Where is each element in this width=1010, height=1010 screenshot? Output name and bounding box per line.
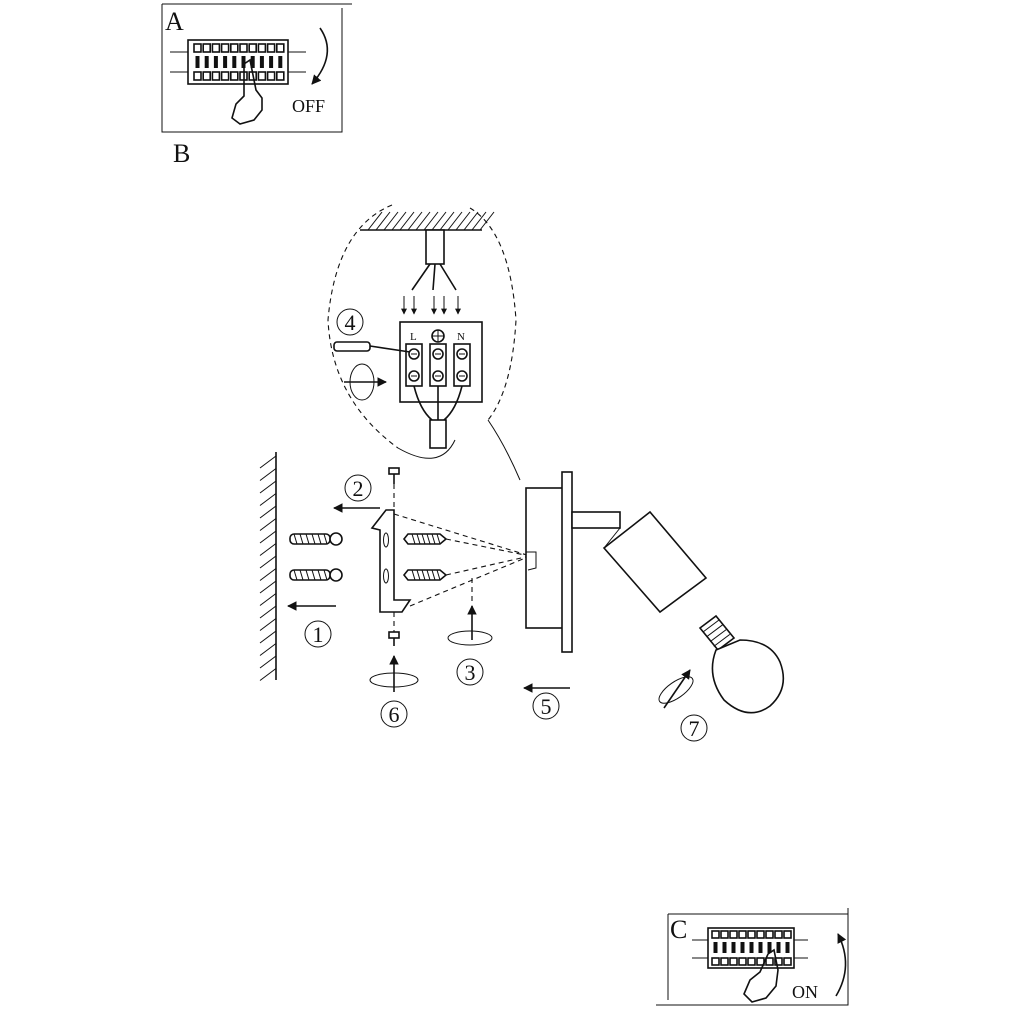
lamp-shade [602, 510, 708, 614]
wiring-callout: L N [327, 204, 521, 481]
screwdriver-icon [333, 341, 411, 353]
step-5-number: 5 [541, 694, 552, 719]
lamp-arm [571, 511, 621, 529]
screw-icon [402, 533, 448, 581]
panel-c-letter: C [670, 915, 687, 944]
lamp-backplate [561, 471, 573, 653]
curved-arrow-up-icon [835, 933, 847, 997]
breaker-block-c [692, 927, 808, 969]
step-7-number: 7 [689, 716, 700, 741]
wall [259, 452, 277, 681]
terminal-l-label: L [410, 331, 417, 343]
rotate-arrow-icon-4 [344, 363, 387, 401]
hand-icon-a [231, 58, 263, 125]
step-1-number: 1 [313, 622, 324, 647]
breaker-block-a [170, 39, 306, 85]
mounting-bracket [370, 509, 412, 613]
panel-a-letter: A [165, 7, 184, 36]
mounting-hardware [289, 467, 531, 646]
step-4-number: 4 [345, 310, 356, 335]
step-3: 3 [447, 605, 493, 686]
curved-arrow-down-icon [311, 27, 329, 85]
step-6-number: 6 [389, 702, 400, 727]
panel-c-on-label: ON [792, 982, 818, 1002]
hand-icon-c [743, 948, 779, 1003]
step-2: 2 [333, 474, 380, 513]
panel-a-switch-off: A OFF [161, 3, 352, 133]
panel-b-letter: B [173, 139, 190, 168]
step-3-number: 3 [465, 660, 476, 685]
step-4: 4 [336, 308, 364, 336]
step-7: 7 [658, 669, 708, 742]
step-1: 1 [287, 601, 336, 648]
panel-a-off-label: OFF [292, 96, 325, 116]
lamp-base [525, 487, 565, 629]
wall-plug-icon [289, 532, 343, 582]
wall-lamp [525, 471, 708, 653]
terminal-n-label: N [457, 331, 465, 343]
wire-arrows [401, 296, 461, 315]
step-6: 6 [369, 655, 419, 728]
step-2-number: 2 [353, 476, 364, 501]
light-bulb-icon [698, 614, 785, 714]
step-5: 5 [523, 683, 570, 720]
panel-c-switch-on: C ON [656, 908, 849, 1006]
